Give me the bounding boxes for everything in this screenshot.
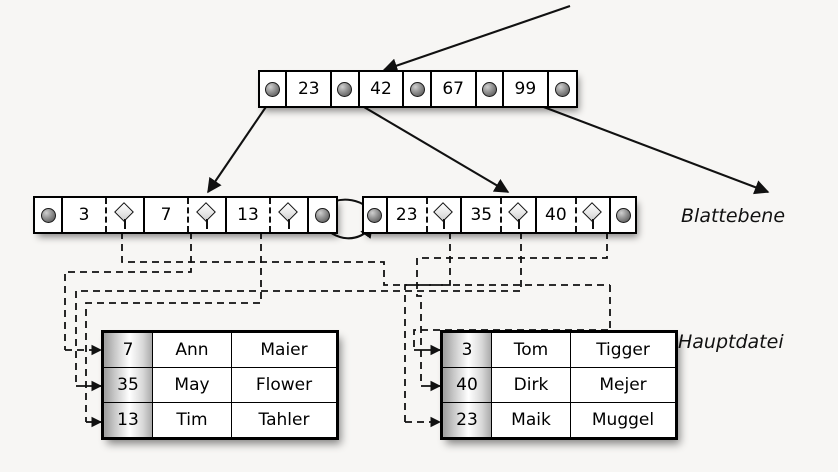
row-last-name: Maier (231, 332, 337, 368)
leaf-left-record-pointer-0[interactable] (107, 198, 145, 232)
root-pointer-2[interactable] (404, 72, 432, 106)
root-key-0: 23 (287, 72, 333, 106)
leaf-left-prev-pointer[interactable] (35, 198, 63, 232)
root-key-3: 99 (503, 72, 549, 106)
leaf-left-record-pointer-1[interactable] (189, 198, 227, 232)
diamond-record-pointer-icon (507, 202, 530, 229)
leaf-left-next-pointer[interactable] (309, 198, 336, 232)
root-to-right-leaf-arrow (346, 96, 510, 193)
bullet-pointer-icon (367, 207, 383, 223)
row-last-name: Tigger (570, 332, 676, 368)
diamond-record-pointer-icon (196, 202, 218, 229)
row-key: 7 (103, 332, 153, 368)
root-key-2-label: 67 (442, 79, 464, 99)
row-last-name: Muggel (570, 402, 676, 438)
row-key: 13 (103, 402, 153, 438)
root-to-elsewhere-arrow (511, 94, 770, 195)
caption-leaf-level: Blattebene (681, 205, 786, 227)
table-row[interactable]: 40 Dirk Mejer (442, 367, 676, 403)
leaf-left-key-1-label: 7 (160, 205, 172, 225)
leaf-right-next-pointer[interactable] (611, 198, 635, 232)
leaf-right-key-2: 40 (536, 198, 577, 232)
bullet-pointer-icon (554, 81, 570, 97)
leaf-right-record-pointer-0[interactable] (427, 198, 463, 232)
root-key-0-label: 23 (297, 79, 320, 99)
dashed-link-leaf-left-d1 (121, 232, 610, 286)
root-index-node[interactable]: 23 42 67 99 (258, 70, 578, 108)
leaf-left-key-2-label: 13 (237, 205, 259, 225)
diamond-record-pointer-icon (278, 202, 300, 229)
row-first-name: Dirk (491, 367, 571, 403)
leaf-left-key-2: 13 (227, 198, 271, 232)
diamond-record-pointer-icon (433, 202, 455, 229)
table-row[interactable]: 3 Tom Tigger (442, 332, 676, 368)
root-key-3-label: 99 (514, 79, 537, 99)
diamond-record-pointer-icon (114, 202, 136, 229)
leaf-right-key-0-label: 23 (395, 205, 418, 225)
table-row[interactable]: 13 Tim Tahler (103, 402, 337, 438)
bullet-pointer-icon (481, 81, 497, 97)
leaf-left-key-1: 7 (145, 198, 189, 232)
root-pointer-0[interactable] (260, 72, 288, 106)
diamond-record-pointer-icon (582, 202, 604, 229)
row-first-name: Maik (491, 402, 571, 438)
bullet-pointer-icon (315, 207, 330, 223)
bullet-pointer-icon (615, 207, 631, 223)
external-entry-arrow (382, 5, 571, 73)
table-row[interactable]: 35 May Flower (103, 367, 337, 403)
row-key: 35 (103, 367, 153, 403)
caption-main-file: Hauptdatei (678, 331, 784, 353)
row-key: 3 (442, 332, 492, 368)
row-last-name: Flower (231, 367, 337, 403)
table-row[interactable]: 7 Ann Maier (103, 332, 337, 368)
leaf-right-key-0: 23 (387, 198, 428, 232)
row-first-name: Ann (152, 332, 232, 368)
leaf-right-key-1: 35 (462, 198, 503, 232)
bullet-pointer-icon (337, 81, 353, 97)
main-file-table-left[interactable]: 7 Ann Maier 35 May Flower 13 Tim Tahler (101, 330, 339, 440)
row-first-name: Tom (491, 332, 571, 368)
row-key: 40 (442, 367, 492, 403)
leaf-left-record-pointer-2[interactable] (271, 198, 309, 232)
bullet-pointer-icon (409, 81, 425, 97)
leaf-node-right[interactable]: 23 35 40 (362, 196, 637, 234)
root-key-1: 42 (359, 72, 405, 106)
root-key-1-label: 42 (370, 79, 392, 99)
row-key: 23 (442, 402, 492, 438)
bullet-pointer-icon (40, 207, 56, 223)
root-to-left-leaf-arrow (207, 97, 273, 194)
root-pointer-3[interactable] (476, 72, 504, 106)
row-last-name: Mejer (570, 367, 676, 403)
leaf-right-key-2-label: 40 (545, 205, 567, 225)
table-row[interactable]: 23 Maik Muggel (442, 402, 676, 438)
bullet-pointer-icon (265, 81, 281, 97)
leaf-right-key-1-label: 35 (470, 205, 493, 225)
leaf-node-left[interactable]: 3 7 13 (33, 196, 338, 234)
leaf-right-prev-pointer[interactable] (364, 198, 388, 232)
root-pointer-4[interactable] (548, 72, 577, 106)
leaf-left-key-0-label: 3 (78, 205, 90, 225)
row-first-name: May (152, 367, 232, 403)
main-file-table-right[interactable]: 3 Tom Tigger 40 Dirk Mejer 23 Maik Mugge… (440, 330, 678, 440)
root-pointer-1[interactable] (332, 72, 360, 106)
row-last-name: Tahler (231, 402, 337, 438)
leaf-right-record-pointer-1[interactable] (502, 198, 537, 232)
root-key-2: 67 (431, 72, 477, 106)
leaf-right-record-pointer-2[interactable] (576, 198, 612, 232)
row-first-name: Tim (152, 402, 232, 438)
leaf-left-key-0: 3 (63, 198, 107, 232)
